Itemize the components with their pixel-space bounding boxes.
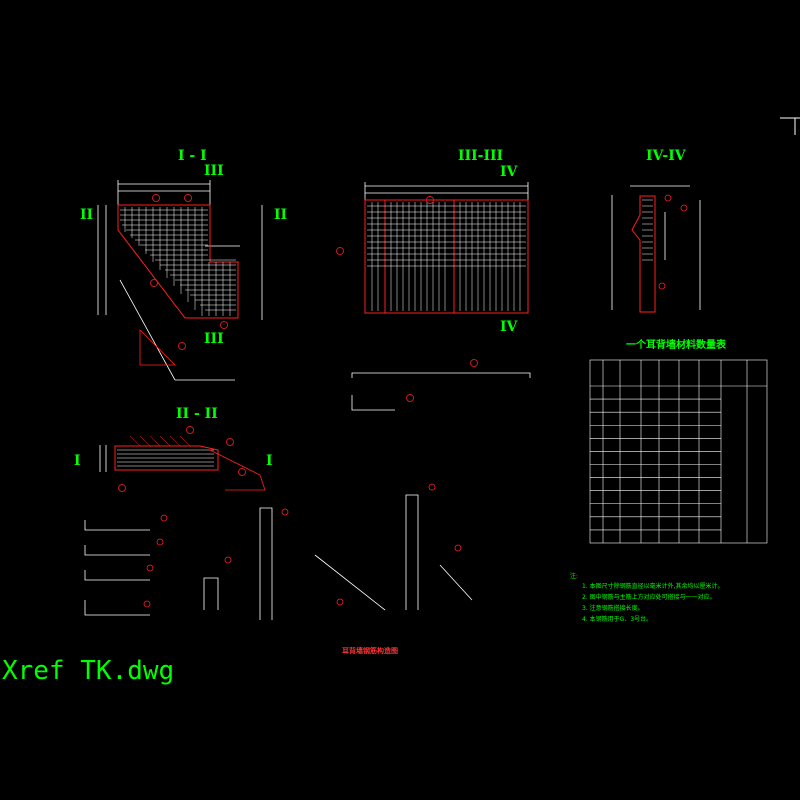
marker-2-left: II (80, 207, 93, 223)
marker-3-bottom: III (204, 331, 224, 347)
notes-heading: 注: (570, 572, 578, 580)
note-line-2: 2. 图中钢筋与主筋上方对应处可搭接与一一对应。 (582, 593, 716, 601)
materials-table (589, 359, 768, 544)
title-block-fragment (780, 117, 800, 135)
section-2-view: I I (74, 426, 273, 492)
table-title: 一个耳背墙材料数量表 (626, 338, 727, 351)
section-4-view (611, 185, 701, 313)
marker-3-top: III (204, 163, 224, 179)
marker-4-top: IV (500, 164, 519, 180)
note-line-3: 3. 注意钢筋搭接长度。 (582, 604, 644, 612)
marker-1-right: I (266, 453, 273, 469)
marker-4-bottom: IV (500, 319, 519, 335)
marker-1-left: I (74, 453, 81, 469)
section-title-4: IV-IV (646, 148, 687, 164)
xref-label: Xref TK.dwg (2, 656, 175, 686)
drawing-caption: 耳背墙钢筋构造图 (342, 646, 398, 655)
section-1-view: II II III III (80, 163, 287, 381)
marker-2-right: II (274, 207, 287, 223)
section-title-1: I - I (178, 148, 207, 164)
rebar-details (84, 483, 473, 620)
section-title-2: II - II (176, 406, 218, 422)
section-title-3: III-III (458, 148, 503, 164)
section-3-view: IV IV (336, 164, 531, 411)
note-line-4: 4. 本钢筋用于G、3号台。 (582, 615, 652, 623)
rebar-grid-1 (120, 209, 236, 311)
note-line-1: 1. 本图尺寸除钢筋直径以毫米计外,其余均以厘米计。 (582, 582, 724, 590)
